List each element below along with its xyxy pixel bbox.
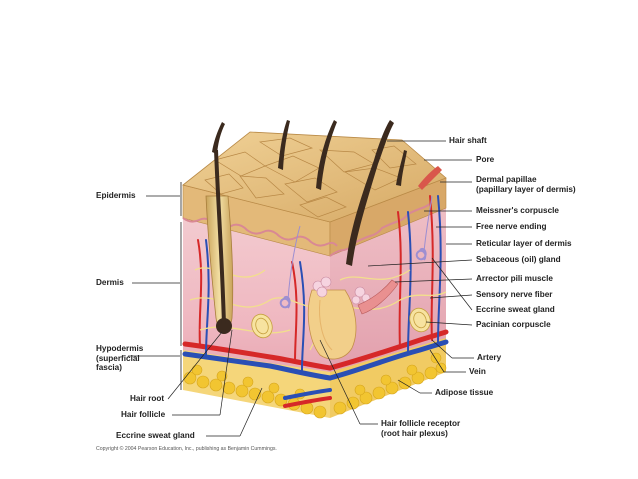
blood-vessels xyxy=(182,195,449,408)
label-free-nerve-ending: Free nerve ending xyxy=(476,222,547,231)
sebaceous-gland xyxy=(312,276,371,305)
label-hypodermis: Hypodermis (superficial fascia) xyxy=(96,344,144,372)
label-vein: Vein xyxy=(469,367,486,376)
hair-follicle-left xyxy=(205,150,234,334)
label-hair-root: Hair root xyxy=(130,394,165,403)
label-hair-shaft: Hair shaft xyxy=(449,136,487,145)
label-dermis: Dermis xyxy=(96,278,124,287)
label-artery: Artery xyxy=(477,353,502,362)
label-adipose-tissue: Adipose tissue xyxy=(435,388,494,397)
copyright-notice: Copyright © 2004 Pearson Education, Inc.… xyxy=(96,446,277,452)
label-hair-follicle: Hair follicle xyxy=(121,410,166,419)
label-pacinian-corpuscle: Pacinian corpuscle xyxy=(476,320,551,329)
label-pore: Pore xyxy=(476,155,495,164)
leader-lines xyxy=(128,140,474,437)
pacinian-corpuscles xyxy=(251,307,431,339)
label-dermal-papillae: Dermal papillae (papillary layer of derm… xyxy=(476,175,576,194)
label-eccrine-sweat-gland-right: Eccrine sweat gland xyxy=(476,305,555,314)
hair-shafts xyxy=(212,120,407,266)
label-sensory-nerve-fiber: Sensory nerve fiber xyxy=(476,290,553,299)
label-eccrine-sweat-gland-left: Eccrine sweat gland xyxy=(116,431,195,440)
label-epidermis: Epidermis xyxy=(96,191,136,200)
label-reticular-layer: Reticular layer of dermis xyxy=(476,239,572,248)
eccrine-sweat-glands xyxy=(279,195,433,309)
label-arrector-pili: Arrector pili muscle xyxy=(476,274,553,283)
label-hair-follicle-receptor: Hair follicle receptor (root hair plexus… xyxy=(381,419,461,438)
label-sebaceous-gland: Sebaceous (oil) gland xyxy=(476,255,561,264)
label-meissners-corpuscle: Meissner's corpuscle xyxy=(476,206,559,215)
arrector-pili-muscle xyxy=(357,279,399,315)
hair-follicle-center xyxy=(307,289,357,360)
